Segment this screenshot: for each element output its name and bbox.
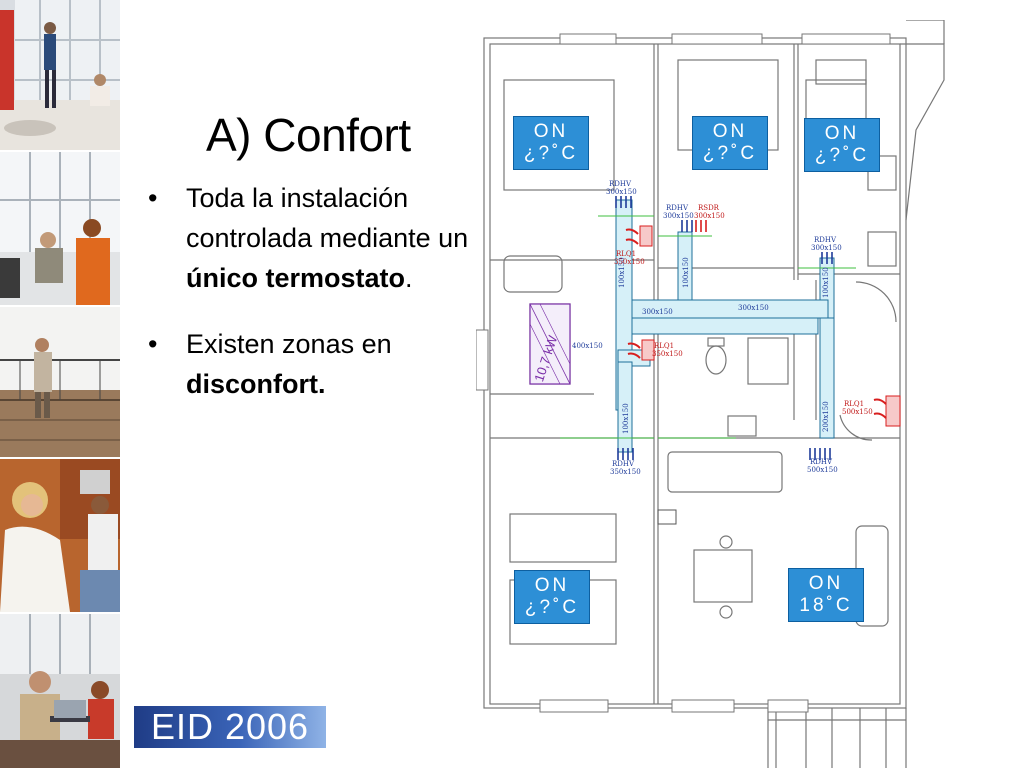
rlq1-label: RLQ1 [654,342,674,350]
duct-size-label: 300x150 [642,308,673,316]
rdhv-size-label: 350x150 [610,468,641,476]
duct-size-label: 400x150 [572,342,603,350]
duct-size-label: 200x150 [822,401,830,432]
duct-size-label: 100x150 [622,403,630,434]
bullet-symbol: • [148,183,158,213]
thermostat-temp: ¿?˚C [523,143,579,164]
bullet-text-normal: Toda la instalación controlada mediante … [186,183,469,253]
photo-kids-window [0,152,120,305]
rdhv-label: RDHV [612,460,635,468]
rlq1-size-label: 350x150 [652,350,683,358]
rdhv-label: RDHV [810,458,833,466]
thermostat-status: ON [712,121,748,142]
rdhv-label: RDHV [814,236,837,244]
floor-plan: 10,7 kW [475,19,946,768]
rdhv-size-label: 500x150 [807,466,838,474]
rlq1-label: RLQ1 [616,250,636,258]
zone-lines [560,215,856,439]
thermostat-display: ON ¿?˚C [513,116,589,170]
thermostat-status: ON [533,121,569,142]
eid-2006-logo: EID 2006 [134,706,326,748]
duct-size-label: 300x150 [738,304,769,312]
air-handler-unit: 10,7 kW [529,303,571,385]
bullet-text-bold: único termostato [186,263,406,293]
thermostat-temp: 18˚C [799,595,853,616]
photo-couple-balcony [0,307,120,457]
plan-windows [475,33,891,713]
rlq1-size-label: 350x150 [614,258,645,266]
supply-grilles [615,196,833,460]
photo-family-laptop [0,614,120,768]
return-grilles [625,220,901,427]
rsdr-size-label: 300x150 [694,212,725,220]
bullet-text-normal: Existen zonas en [186,329,392,359]
thermostat-status: ON [534,575,570,596]
thermostat-temp: ¿?˚C [814,145,870,166]
thermostat-temp: ¿?˚C [524,597,580,618]
thermostat-status: ON [808,573,844,594]
duct-network [615,199,835,453]
photo-family-room [0,0,120,150]
thermostat-display: ON 18˚C [788,568,864,622]
duct-size-label: 100x150 [618,257,626,288]
photo-strip [0,0,120,768]
rdhv-label: RDHV [666,204,689,212]
rdhv-size-label: 300x150 [606,188,637,196]
thermostat-display: ON ¿?˚C [514,570,590,624]
bullet-symbol: • [148,329,158,359]
thermostat-device-icon [657,509,677,525]
rsdr-label: RSDR [698,204,720,212]
rdhv-size-label: 300x150 [811,244,842,252]
duct-size-label: 100x150 [822,267,830,298]
rlq1-size-label: 500x150 [842,408,873,416]
thermostat-status: ON [824,123,860,144]
photo-woman-laughing [0,459,120,612]
slide-title: A) Confort [206,109,411,161]
rdhv-size-label: 300x150 [663,212,694,220]
duct-size-label: 100x150 [682,257,690,288]
thermostat-display: ON ¿?˚C [804,118,880,172]
rdhv-label: RDHV [609,180,632,188]
thermostat-display: ON ¿?˚C [692,116,768,170]
bullet-text-bold: disconfort. [186,369,326,399]
bullet-text-normal: . [405,263,413,293]
bullet-text: Existen zonas en disconfort. [186,324,476,404]
thermostat-temp: ¿?˚C [702,143,758,164]
bullet-text: Toda la instalación controlada mediante … [186,178,476,298]
rlq1-label: RLQ1 [844,400,864,408]
